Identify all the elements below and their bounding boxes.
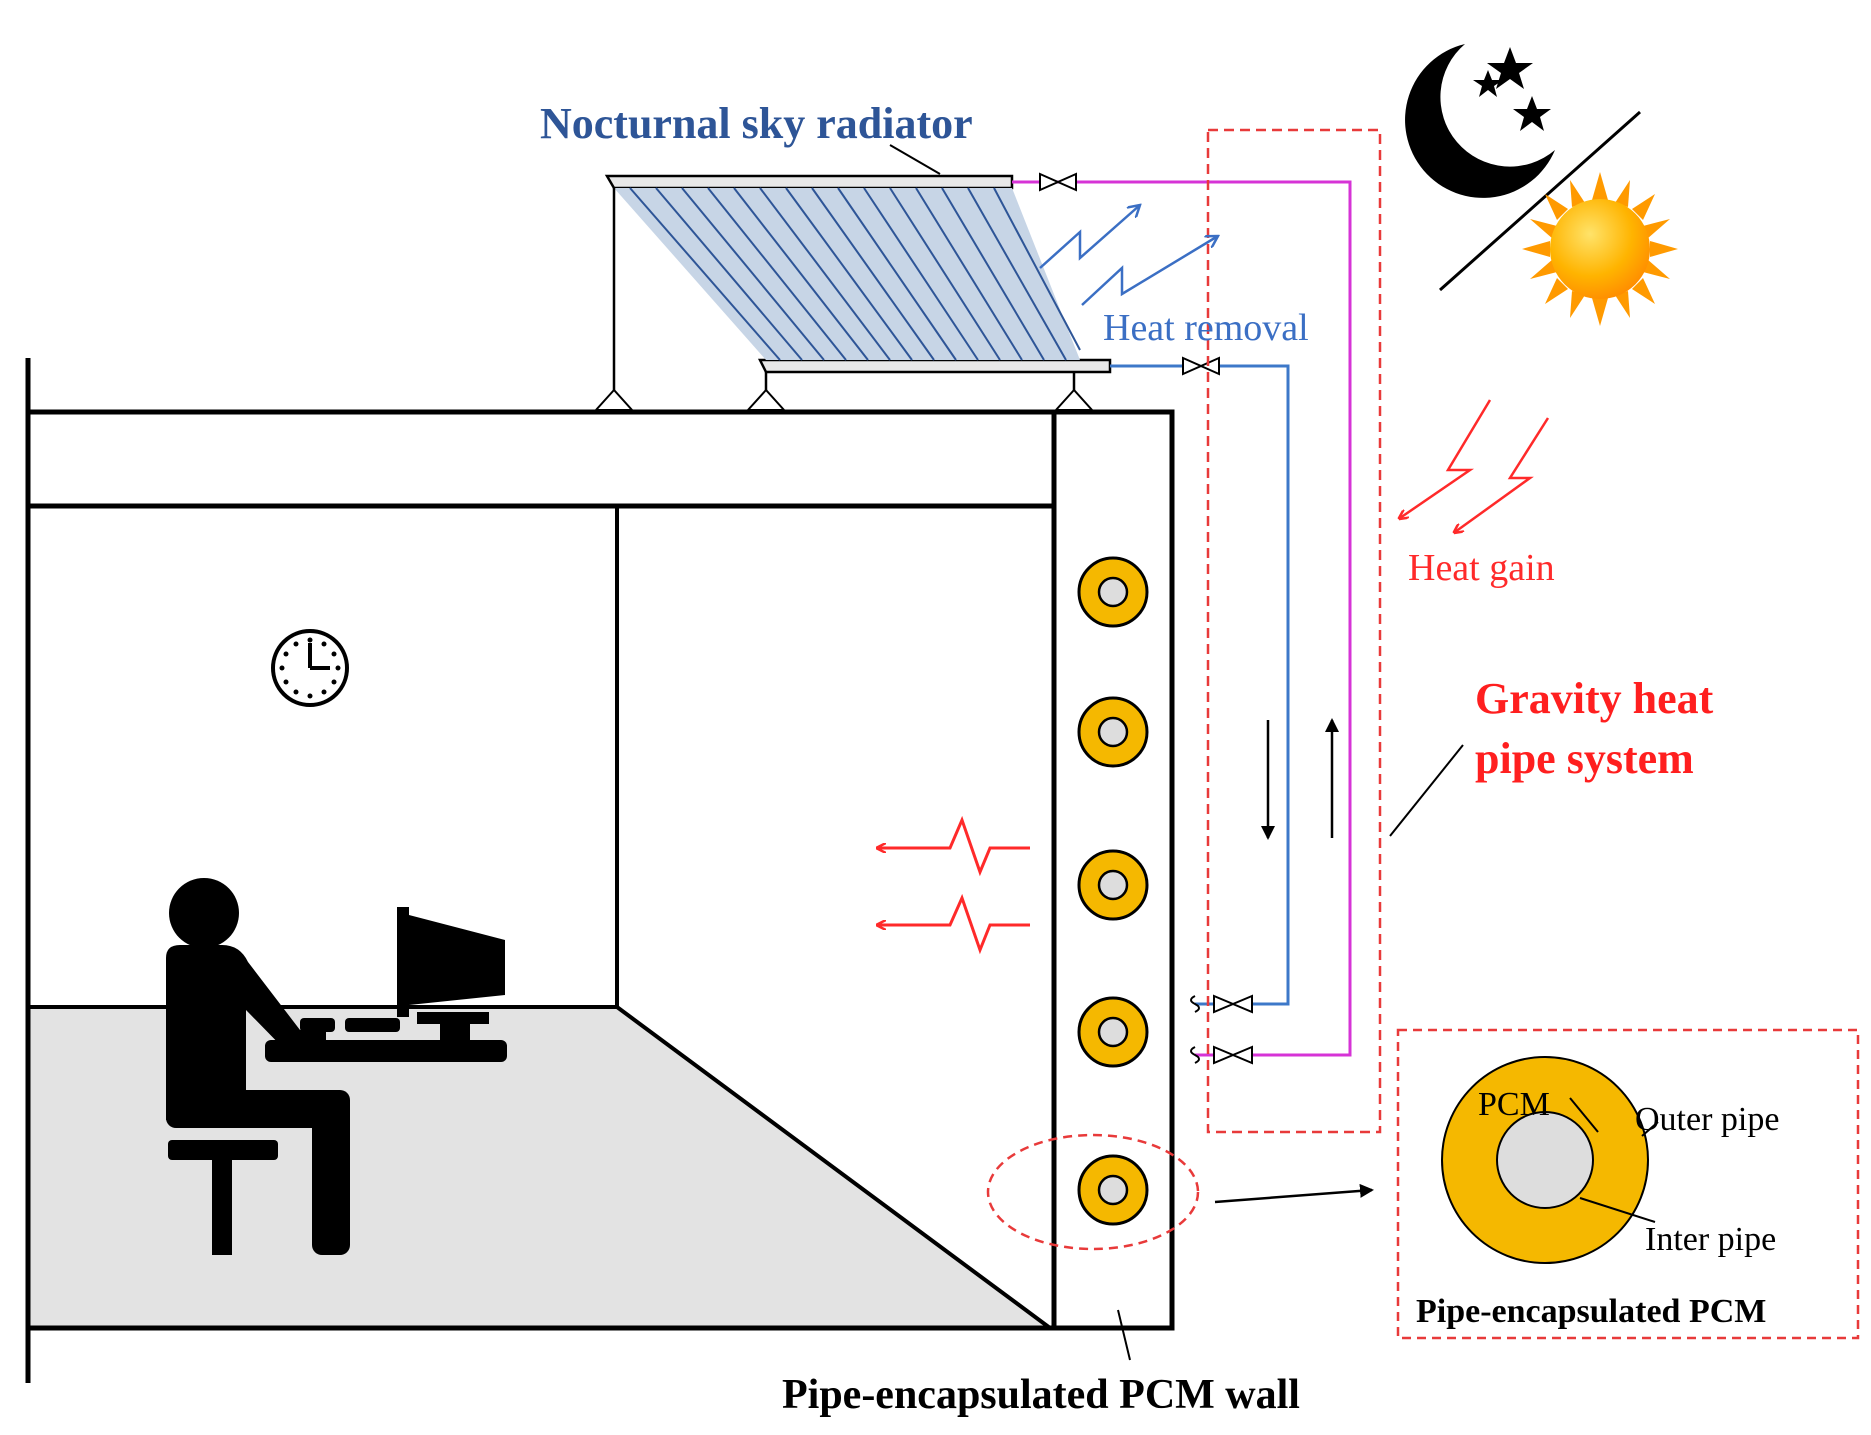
- heat-gain-arrows: [1400, 399, 1550, 532]
- valve-icon: [1213, 1045, 1253, 1065]
- indoor-heat-arrows: [878, 815, 1030, 955]
- inset-box: [1396, 1028, 1860, 1340]
- building: [25, 358, 1175, 1383]
- pcm-pipe: [1077, 996, 1149, 1068]
- inset-pcm-label: PCM: [1478, 1086, 1550, 1123]
- sun-icon: [1522, 172, 1678, 326]
- valve-icon: [1182, 356, 1220, 376]
- wall-label: Pipe-encapsulated PCM wall: [782, 1372, 1300, 1418]
- floor: [28, 1007, 1050, 1328]
- inset-pointer-arrow: [1214, 1183, 1374, 1204]
- valve-icon: [1039, 172, 1077, 192]
- pcm-pipe: [1077, 1154, 1149, 1226]
- piping: [1012, 172, 1352, 1065]
- heat-removal-label: Heat removal: [1103, 307, 1309, 349]
- pcm-pipes: [986, 556, 1200, 1251]
- pcm-pipe: [1077, 849, 1149, 921]
- radiator-label: Nocturnal sky radiator: [540, 99, 973, 148]
- inset-inner-label: Inter pipe: [1645, 1221, 1776, 1258]
- heat-gain-label: Heat gain: [1408, 547, 1555, 589]
- highlight-ellipse: [986, 1133, 1200, 1251]
- heat-pipe-system-box: [1206, 128, 1382, 1134]
- heat-removal-arrows: [1039, 205, 1218, 306]
- system-label-line1: Gravity heat: [1475, 674, 1714, 723]
- inset-title: Pipe-encapsulated PCM: [1416, 1293, 1766, 1330]
- sky-radiator: [593, 144, 1112, 411]
- inset-pipe: [1441, 1056, 1649, 1264]
- floor-diagonal: [615, 1005, 1052, 1330]
- valve-icon: [1213, 994, 1253, 1014]
- person-at-computer-icon: [166, 878, 507, 1255]
- inset-outer-label: Outer pipe: [1635, 1101, 1779, 1138]
- pcm-pipe: [1077, 556, 1149, 628]
- clock-icon: [271, 629, 349, 707]
- pcm-pipe: [1077, 696, 1149, 768]
- day-night-divider: [1439, 110, 1641, 292]
- system-label-line2: pipe system: [1475, 734, 1694, 783]
- moon-stars-icon: [1405, 44, 1555, 198]
